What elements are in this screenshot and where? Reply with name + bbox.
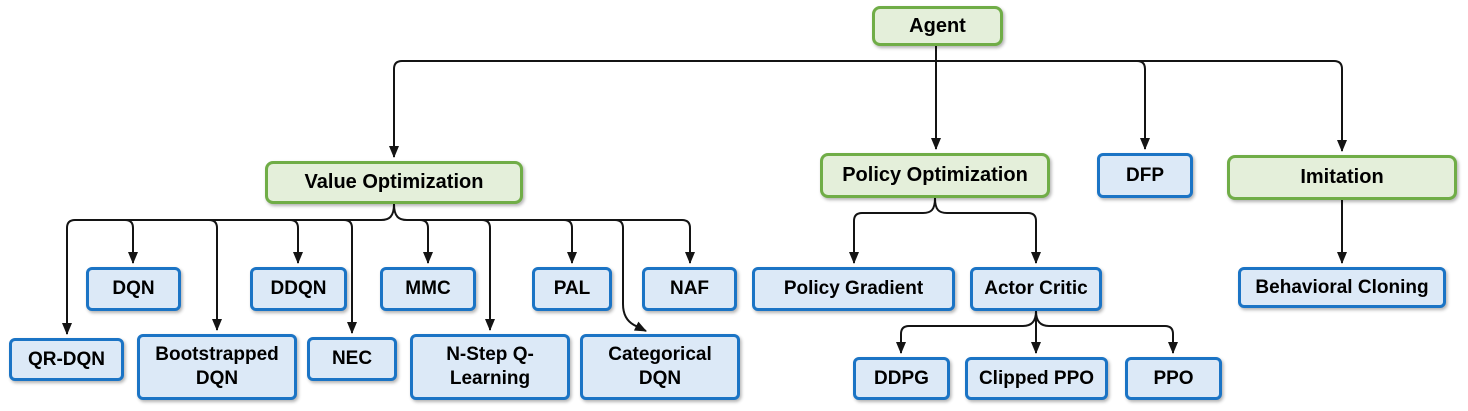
edge-value-optimization-ddqn	[289, 219, 303, 264]
edge-actor-critic-ppo	[1035, 310, 1178, 354]
edge-value-optimization-n-step-q-learning	[481, 219, 495, 331]
node-nec: NEC	[307, 337, 397, 381]
edge-policy-optimization-actor-critic	[934, 197, 1041, 264]
edge-value-optimization-naf	[393, 203, 695, 264]
node-pal: PAL	[532, 267, 612, 311]
node-bootstrapped-dqn: Bootstrapped DQN	[137, 334, 297, 400]
node-agent: Agent	[872, 6, 1003, 46]
edge-value-optimization-categorical-dqn	[614, 219, 647, 332]
node-mmc: MMC	[380, 267, 476, 311]
node-ddqn: DDQN	[250, 267, 347, 311]
node-policy-optimization: Policy Optimization	[820, 153, 1050, 198]
edge-value-optimization-bootstrapped-dqn	[208, 219, 222, 331]
edge-agent-dfp	[1136, 60, 1150, 150]
node-n-step-q-learning: N-Step Q-Learning	[410, 334, 570, 400]
node-behavioral-cloning: Behavioral Cloning	[1238, 267, 1446, 308]
node-naf: NAF	[642, 267, 737, 311]
node-policy-gradient: Policy Gradient	[752, 267, 955, 311]
node-ddpg: DDPG	[853, 357, 950, 400]
edge-actor-critic-ddpg	[896, 310, 1037, 354]
edge-value-optimization-dqn	[124, 219, 138, 264]
edge-value-optimization-nec	[343, 219, 357, 334]
edge-agent-value-optimization	[389, 60, 936, 158]
edge-policy-optimization-policy-gradient	[849, 197, 936, 264]
edge-value-optimization-mmc	[419, 219, 433, 264]
edge-agent-imitation	[936, 60, 1347, 152]
node-imitation: Imitation	[1227, 155, 1457, 200]
node-value-optimization: Value Optimization	[265, 161, 523, 204]
edge-value-optimization-pal	[563, 219, 577, 264]
node-actor-critic: Actor Critic	[970, 267, 1102, 311]
edge-value-optimization-qr-dqn	[62, 203, 395, 335]
node-ppo: PPO	[1125, 357, 1222, 400]
node-qr-dqn: QR-DQN	[9, 338, 124, 381]
node-dfp: DFP	[1097, 153, 1193, 198]
node-clipped-ppo: Clipped PPO	[965, 357, 1108, 400]
node-categorical-dqn: Categorical DQN	[580, 334, 740, 400]
node-dqn: DQN	[86, 267, 181, 311]
